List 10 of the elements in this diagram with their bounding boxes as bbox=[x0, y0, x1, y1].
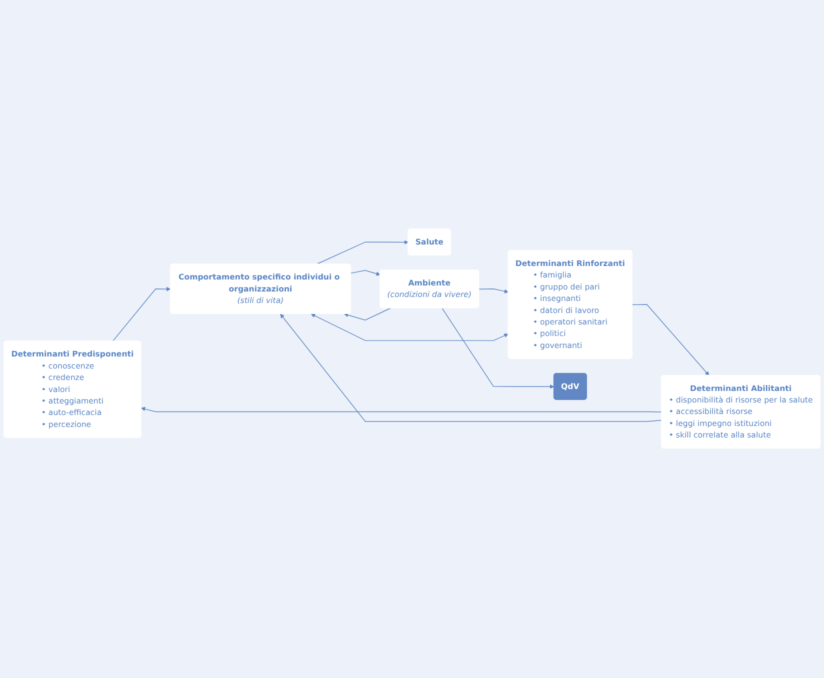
arrow bbox=[141, 407, 662, 413]
arrow bbox=[344, 308, 391, 321]
arrow bbox=[280, 314, 662, 422]
arrow bbox=[442, 308, 554, 390]
arrow bbox=[350, 270, 380, 276]
arrow bbox=[112, 287, 171, 342]
arrow bbox=[316, 240, 408, 265]
arrow bbox=[310, 314, 508, 342]
arrow bbox=[478, 288, 509, 294]
arrow bbox=[632, 304, 710, 376]
